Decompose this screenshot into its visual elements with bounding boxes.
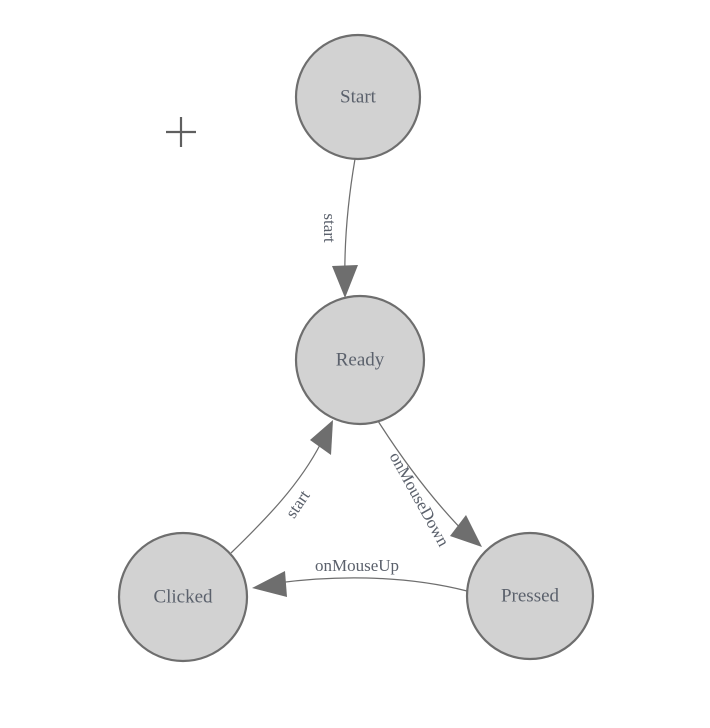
- node-start[interactable]: Start: [294, 33, 422, 161]
- node-pressed[interactable]: Pressed: [465, 531, 595, 661]
- node-ready[interactable]: Ready: [294, 294, 426, 426]
- node-clicked[interactable]: Clicked: [117, 531, 249, 663]
- edge-pressed-to-clicked-line: [276, 577, 468, 592]
- node-ready-shape[interactable]: [294, 294, 426, 426]
- node-start-shape[interactable]: [294, 33, 422, 161]
- edge-pressed-to-clicked[interactable]: onMouseUp: [252, 556, 468, 597]
- edge-start-to-ready-arrowhead: [332, 265, 358, 298]
- node-clicked-shape[interactable]: [117, 531, 249, 663]
- edge-clicked-to-ready-arrowhead: [310, 420, 333, 455]
- edge-pressed-to-clicked-arrowhead: [252, 571, 287, 597]
- edge-clicked-to-ready-label: start: [282, 486, 314, 521]
- edge-ready-to-pressed-line: [377, 420, 471, 539]
- edge-ready-to-pressed[interactable]: onMouseDown: [377, 420, 482, 550]
- node-pressed-shape[interactable]: [465, 531, 595, 661]
- edge-start-to-ready-label: start: [320, 213, 339, 243]
- edge-start-to-ready[interactable]: start: [320, 158, 358, 298]
- edge-pressed-to-clicked-label: onMouseUp: [315, 556, 399, 575]
- edge-ready-to-pressed-arrowhead: [450, 515, 482, 547]
- plus-marker[interactable]: [166, 117, 196, 147]
- edge-clicked-to-ready[interactable]: start: [230, 420, 333, 554]
- edge-clicked-to-ready-line: [230, 442, 322, 554]
- edge-ready-to-pressed-label: onMouseDown: [386, 449, 454, 550]
